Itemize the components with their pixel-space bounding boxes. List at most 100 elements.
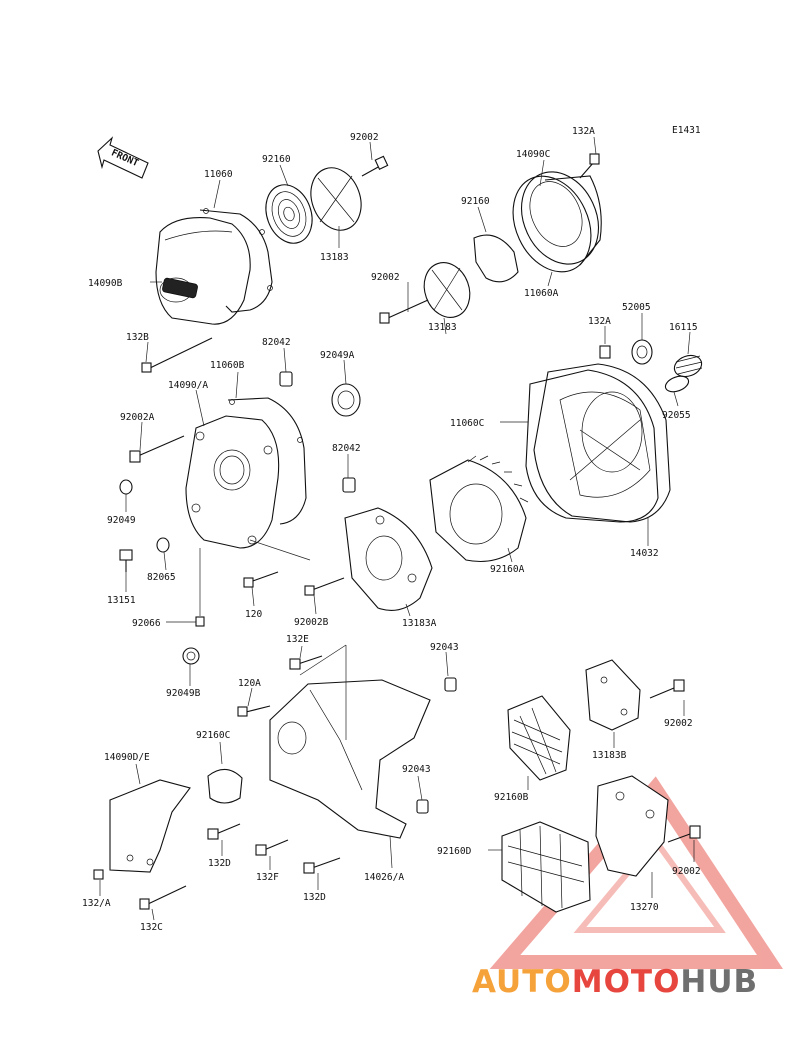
label-92160: 92160 — [262, 154, 291, 165]
label-132A-bot: 132/A — [82, 898, 111, 909]
label-132C: 132C — [140, 922, 163, 933]
part-92055-oring — [664, 375, 690, 393]
label-120A: 120A — [238, 678, 261, 689]
label-92002-r2: 92002 — [672, 866, 701, 877]
bolt-132F — [255, 839, 289, 856]
bolt-92002-r1 — [649, 679, 685, 699]
part-82042-pin-top — [279, 371, 293, 387]
label-52005: 52005 — [622, 302, 651, 313]
label-92066: 92066 — [132, 618, 161, 629]
label-92160C: 92160C — [196, 730, 230, 741]
label-92002-top: 92002 — [350, 132, 379, 143]
part-14090B-cover — [155, 217, 251, 325]
label-92002-r1: 92002 — [664, 718, 693, 729]
part-11060A-gasket — [512, 175, 592, 273]
part-11060-gasket — [199, 208, 273, 313]
part-92049B-seal — [182, 647, 200, 665]
label-92160A: 92160A — [490, 564, 525, 575]
label-92160B: 92160B — [494, 792, 529, 803]
label-13183A: 13183A — [402, 618, 437, 629]
bolt-92002A — [129, 435, 185, 463]
label-13183-mid: 13183 — [428, 322, 457, 333]
bolt-92002B — [304, 577, 345, 596]
bolt-92002-mid — [379, 299, 429, 324]
label-82042-top: 82042 — [262, 337, 291, 348]
part-92160C-plug — [207, 768, 243, 804]
label-92055: 92055 — [662, 410, 691, 421]
part-11060B-gasket — [227, 397, 307, 525]
part-52005-seal — [631, 339, 653, 365]
label-11060C: 11060C — [450, 418, 484, 429]
bolt-132D-left — [207, 823, 241, 840]
label-11060B: 11060B — [210, 360, 245, 371]
label-132A-top: 132A — [572, 126, 595, 137]
part-14026A-cover — [269, 679, 431, 839]
label-13183B: 13183B — [592, 750, 627, 761]
label-16115: 16115 — [669, 322, 698, 333]
part-13151-fitting — [119, 549, 133, 572]
part-13183-plate-top — [310, 167, 362, 231]
part-11060C-gasket — [525, 369, 659, 523]
part-13270-bracket — [595, 775, 669, 877]
label-13151: 13151 — [107, 595, 136, 606]
bolt-132C — [139, 885, 187, 910]
ref-code: E1431 — [672, 125, 701, 136]
bolt-120 — [243, 571, 279, 588]
watermark-part-auto: AUTO — [472, 964, 572, 1000]
part-92160A-screen — [429, 455, 529, 563]
part-14090DE-cover — [109, 779, 191, 873]
label-13183-top: 13183 — [320, 252, 349, 263]
label-132B: 132B — [126, 332, 149, 343]
label-92160-mid: 92160 — [461, 196, 490, 207]
part-92043-pin-top — [444, 677, 457, 692]
bolt-132A-top — [579, 153, 600, 179]
bolt-132D-mid — [303, 857, 341, 874]
label-14090DE: 14090D/E — [104, 752, 150, 763]
bolt-132A-bot — [93, 869, 104, 880]
part-13183-mid-plate — [423, 262, 471, 318]
bolt-120A — [237, 705, 271, 717]
label-92002A: 92002A — [120, 412, 155, 423]
front-arrow-icon: FRONT — [97, 136, 149, 179]
part-92160B-screen — [507, 695, 571, 781]
label-92049B: 92049B — [166, 688, 201, 699]
leader-lines — [99, 136, 695, 921]
part-16115-cap — [673, 354, 703, 378]
bolt-92002-r2 — [667, 825, 701, 843]
label-92043-top: 92043 — [430, 642, 459, 653]
label-132A-mid: 132A — [588, 316, 611, 327]
part-14090C-cover — [521, 171, 602, 266]
label-92002-mid: 92002 — [371, 272, 400, 283]
part-92049A-seal — [331, 383, 361, 417]
label-82065: 82065 — [147, 572, 176, 583]
label-92043-mid: 92043 — [402, 764, 431, 775]
label-14090C: 14090C — [516, 149, 550, 160]
label-92049: 92049 — [107, 515, 136, 526]
label-82042-mid: 82042 — [332, 443, 361, 454]
label-92049A: 92049A — [320, 350, 355, 361]
label-14026A: 14026/A — [364, 872, 404, 883]
label-132D-left: 132D — [208, 858, 231, 869]
part-13183A-cover — [344, 507, 433, 611]
label-92160D: 92160D — [437, 846, 472, 857]
part-92043-pin-mid — [416, 799, 429, 814]
part-92160D-screen — [501, 821, 591, 913]
part-13183B-plate — [585, 659, 641, 731]
bolt-132B — [141, 337, 213, 373]
bolt-92002-top — [361, 155, 389, 177]
watermark-logo: AUTOMOTOHUB — [472, 964, 792, 1004]
watermark-part-hub: HUB — [680, 964, 759, 1000]
label-14090A: 14090/A — [168, 380, 208, 391]
label-11060: 11060 — [204, 169, 233, 180]
label-132E: 132E — [286, 634, 309, 645]
part-82065-washer — [156, 537, 170, 553]
part-labels: 92002 11060 92160 13183 14090B 132B 132A… — [82, 126, 701, 933]
label-120: 120 — [245, 609, 262, 620]
label-11060A: 11060A — [524, 288, 559, 299]
part-14032-cover — [533, 363, 671, 523]
part-92049-seal — [119, 479, 133, 495]
label-132F: 132F — [256, 872, 279, 883]
part-92160-mid-screen — [473, 234, 519, 283]
label-92002B: 92002B — [294, 617, 329, 628]
